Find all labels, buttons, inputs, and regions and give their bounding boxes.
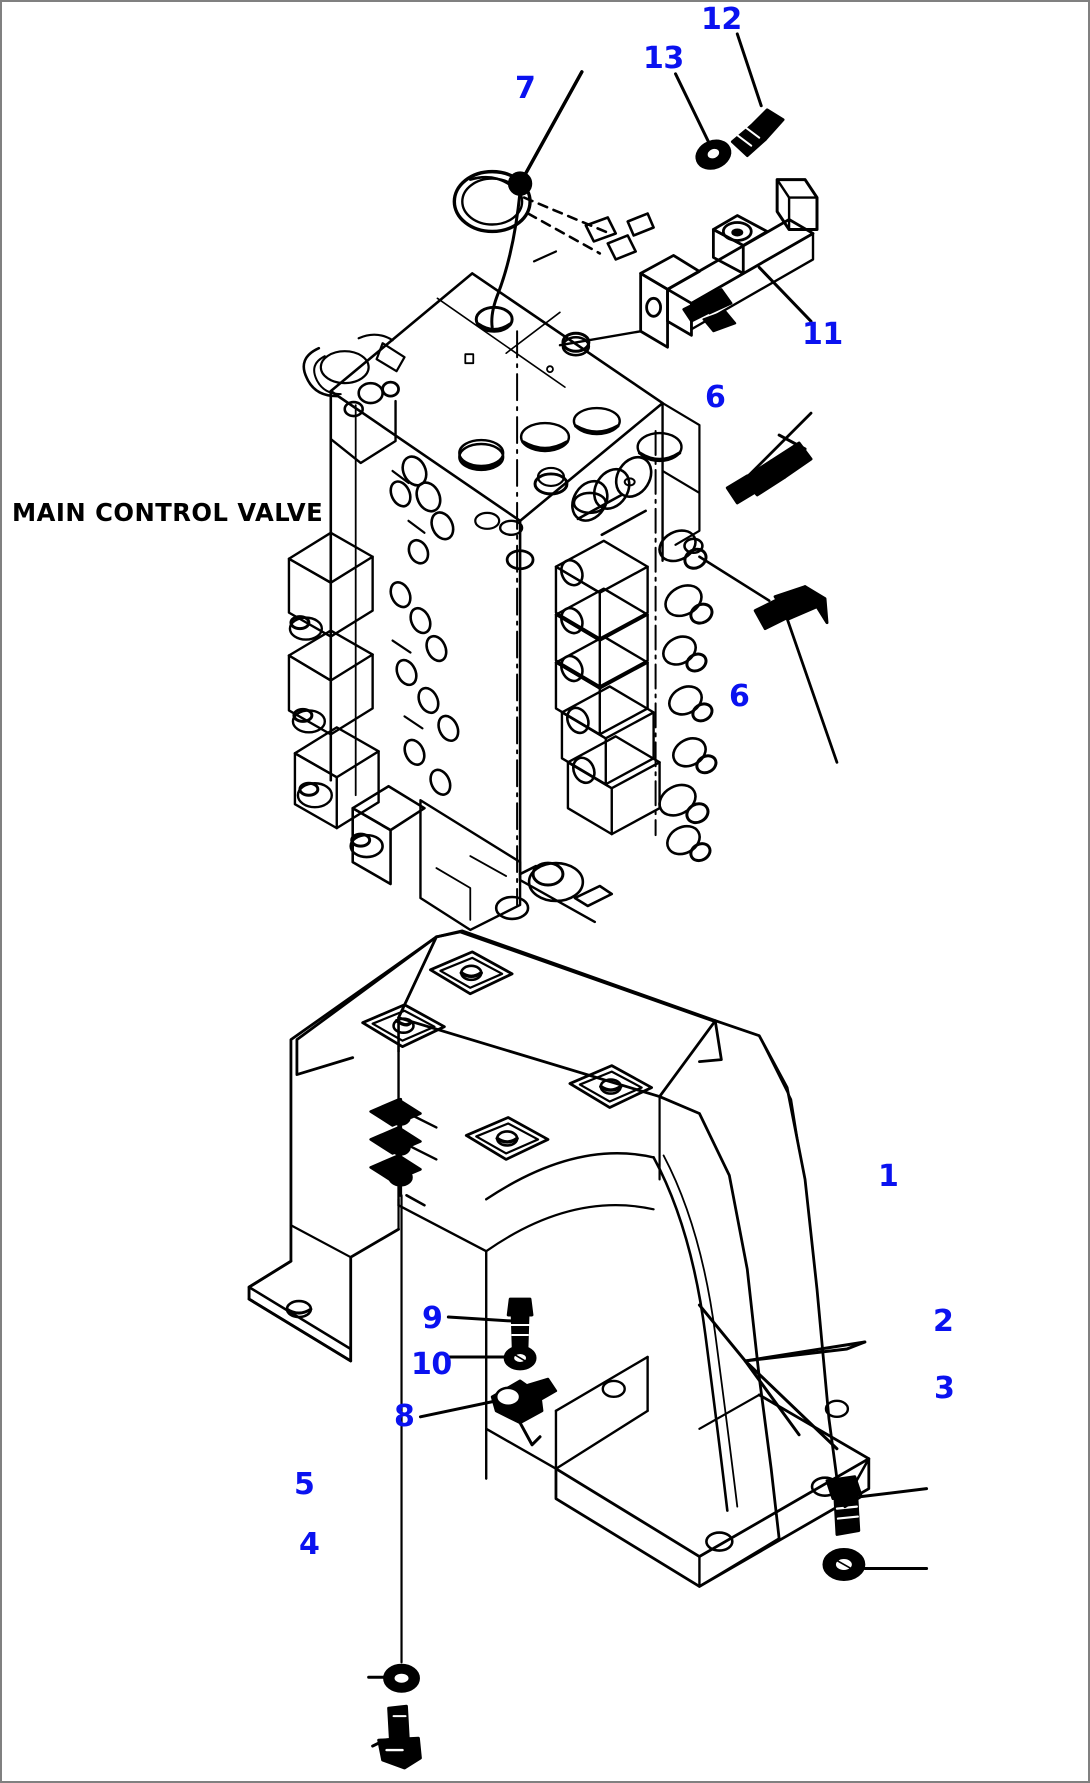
callout-1[interactable]: 1 [878, 1159, 899, 1194]
washer-3 [822, 1548, 866, 1581]
mounting-bracket [247, 929, 871, 1588]
callout-13[interactable]: 13 [643, 41, 684, 76]
leader-lines [367, 32, 929, 1748]
washer-10 [503, 1345, 537, 1371]
main-control-valve-body-group [247, 32, 929, 1770]
terminal-block-group [369, 1097, 438, 1664]
callout-12[interactable]: 12 [701, 2, 742, 37]
callout-4[interactable]: 4 [299, 1527, 320, 1562]
bolt-12 [730, 108, 785, 158]
callout-2[interactable]: 2 [933, 1304, 954, 1339]
elbow-fitting-lower [753, 585, 829, 631]
washer-13 [695, 139, 732, 170]
elbow-fitting-upper [725, 433, 813, 505]
right-spool-rows [554, 539, 661, 836]
bolt-2 [825, 1475, 863, 1536]
right-spool-ends [658, 529, 718, 863]
callout-3[interactable]: 3 [934, 1371, 955, 1406]
bracket-mounting-pads [361, 950, 654, 1161]
bolt-9 [506, 1297, 534, 1349]
callout-10[interactable]: 10 [411, 1347, 452, 1382]
bolt-4 [377, 1704, 422, 1770]
callout-8[interactable]: 8 [394, 1399, 415, 1434]
callout-7[interactable]: 7 [515, 71, 536, 106]
right-valve-caps [571, 455, 653, 537]
cable-clamp-group [452, 70, 655, 333]
callout-5[interactable]: 5 [294, 1467, 315, 1502]
callout-6-upper[interactable]: 6 [705, 380, 726, 415]
main-control-valve-label: MAIN CONTROL VALVE [12, 498, 324, 527]
washer-5 [383, 1663, 420, 1693]
callout-9[interactable]: 9 [422, 1301, 443, 1336]
solenoid-valve-bracket-group [639, 178, 819, 349]
callout-11[interactable]: 11 [802, 317, 843, 352]
cable-clip-8 [490, 1377, 558, 1447]
callout-6-lower[interactable]: 6 [729, 679, 750, 714]
